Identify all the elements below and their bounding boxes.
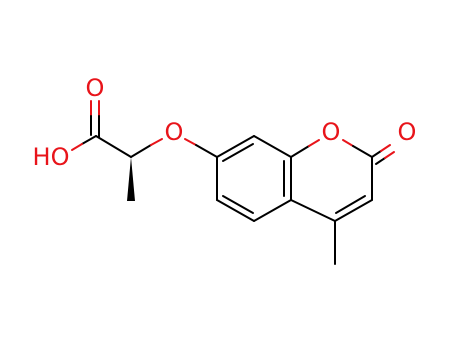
ring-bond-c5-c6-inner <box>222 195 254 214</box>
lactone-carbonyl-bond2-dark <box>375 157 386 165</box>
acid-to-alpha-carbon-bond <box>95 135 132 158</box>
ring-bond-c4a-c5 <box>253 199 292 222</box>
ether-to-ring-bond-dark <box>195 144 218 158</box>
atom-carbonyl-oxygen: O <box>86 74 105 102</box>
ether-linkage <box>184 138 218 158</box>
ether-to-ring-bond-red <box>184 138 197 146</box>
ring-bond-o1-c2-dark <box>352 145 373 158</box>
alpha-to-ether-bond-dark <box>130 144 152 158</box>
acid-c-oh-bond-red <box>71 143 83 151</box>
acid-c-oh-bond-dark <box>81 135 97 145</box>
carboxylic-acid-group <box>71 100 132 158</box>
ring-bond-c4-c4a <box>290 199 336 222</box>
ring-bond-c7-c8-inner <box>222 143 254 162</box>
atom-ring-oxygen: O <box>322 118 341 146</box>
atom-ether-oxygen: O <box>165 118 184 146</box>
ring-bond-c8-c8a <box>253 135 292 158</box>
stereo-wedge-bond <box>127 157 135 201</box>
ring-bond-c5-c6 <box>216 199 255 222</box>
atom-lactone-carbonyl-oxygen: O <box>398 118 417 146</box>
lactone-carbonyl-bond-dark <box>371 150 382 158</box>
ring-bond-c7-c8 <box>216 135 255 158</box>
lactone-carbonyl-bond-red <box>380 144 391 152</box>
ring-bond-c3-c4-inner <box>335 195 366 214</box>
chiral-center <box>127 138 163 201</box>
benzene-ring <box>216 135 292 222</box>
pyranone-ring <box>290 139 395 222</box>
lactone-carbonyl-bond2-red <box>384 151 395 159</box>
ring-bond-o1-c2-red <box>342 139 354 147</box>
ring-bond-c8a-o1-red <box>308 139 320 147</box>
alpha-to-ether-bond-red <box>150 138 163 146</box>
atom-hydroxyl: HO <box>33 143 70 171</box>
ring-bond-c8a-o1-dark <box>290 145 310 158</box>
ring-bond-c3-c4 <box>334 199 373 222</box>
